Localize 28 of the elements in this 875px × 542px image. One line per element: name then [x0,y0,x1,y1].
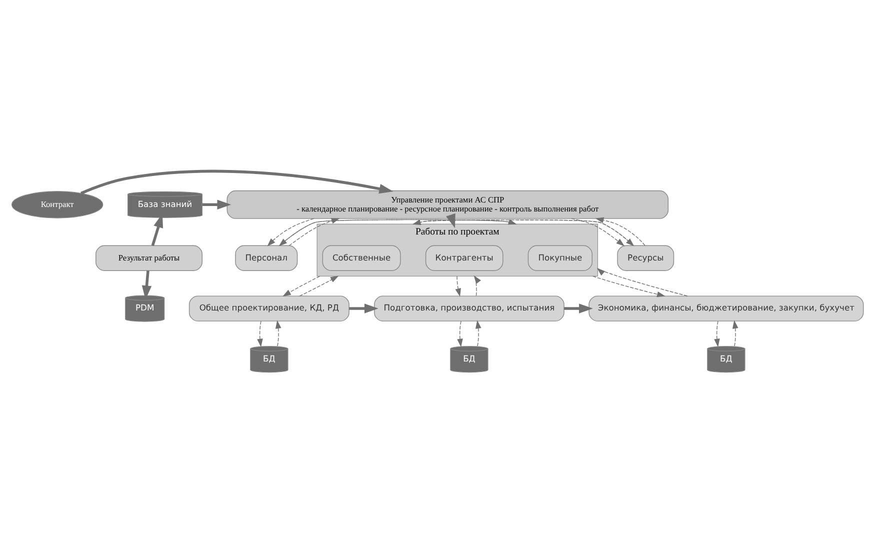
node-box: Собственные [322,244,401,270]
arrow [455,275,461,296]
arrow [571,218,625,246]
arrow [257,320,263,347]
arrow [457,320,463,347]
arrow [596,267,688,296]
node-box: Экономика, финансы, бюджетирование, закупки, бухучет [588,295,864,321]
node-box: Подготовка, производство, испытания [374,295,564,321]
arrow [474,274,481,296]
arrow [714,320,720,347]
arrow [299,275,339,296]
arrow [282,275,320,296]
arrow [564,303,593,313]
arrow [275,320,282,346]
node-box: Покупные [528,244,592,270]
node-box: Контрагенты [425,244,504,270]
arrow [592,275,666,297]
arrow [349,303,378,313]
arrow [202,199,232,210]
arrow [288,218,340,246]
arrow [80,169,394,194]
arrow [595,216,646,246]
arrow [267,218,314,246]
arrow [732,320,738,346]
node-box: Ресурсы [617,244,674,270]
node-box: Персонал [235,244,298,270]
node-box: Общее проектирование, КД, РД [188,295,350,321]
arrow [475,320,482,346]
